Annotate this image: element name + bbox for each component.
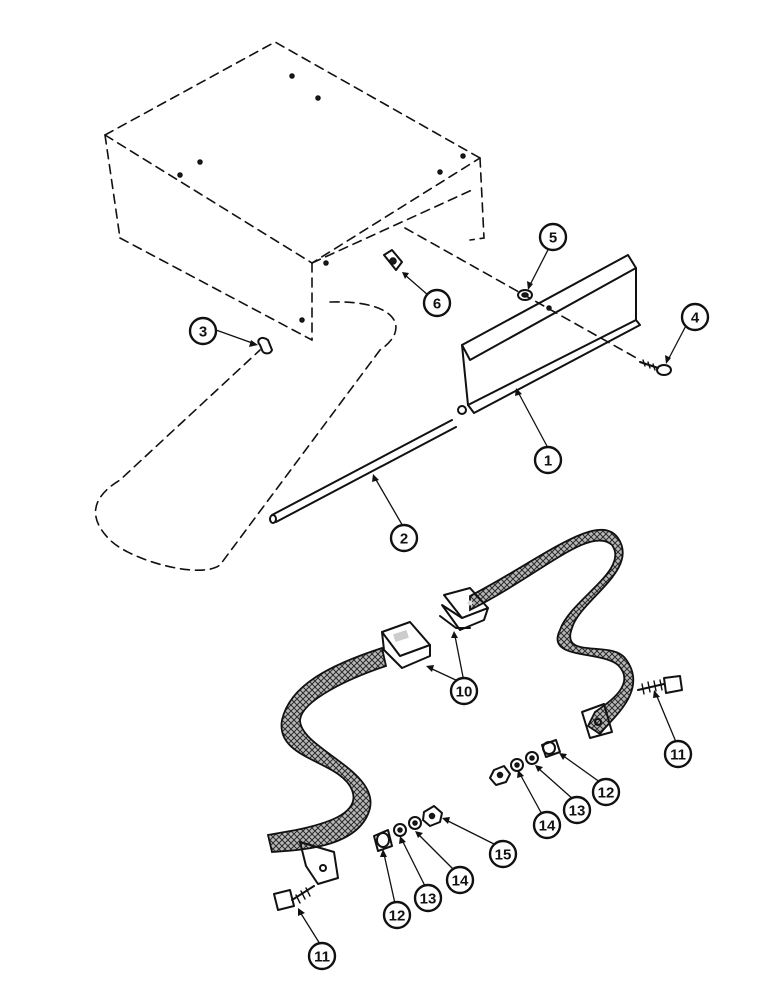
svg-text:4: 4 — [691, 310, 700, 327]
svg-text:1: 1 — [544, 453, 552, 470]
svg-text:6: 6 — [433, 296, 441, 313]
callout-1: 1 — [533, 445, 563, 475]
svg-text:3: 3 — [199, 324, 207, 341]
svg-text:12: 12 — [598, 785, 615, 802]
callout-14-left: 14 — [445, 865, 475, 895]
belt-webbing-left — [266, 646, 388, 853]
belt-webbing-right — [469, 528, 635, 736]
svg-text:12: 12 — [389, 908, 406, 925]
callout-13-left: 13 — [413, 883, 443, 913]
svg-text:13: 13 — [420, 891, 437, 908]
svg-text:10: 10 — [456, 684, 473, 701]
svg-text:2: 2 — [400, 531, 408, 548]
thumb-screw-part-4 — [639, 359, 672, 376]
callout-10: 10 — [449, 676, 479, 706]
callout-6: 6 — [422, 288, 452, 318]
clip-part-3 — [257, 336, 273, 355]
hardware-set-left — [373, 805, 443, 852]
hinge-rod-part-2 — [269, 419, 457, 524]
seat-cushion-phantom — [94, 301, 397, 572]
nut-part-5 — [517, 289, 533, 301]
svg-text:11: 11 — [314, 949, 330, 966]
latch-bracket-part-6 — [383, 249, 403, 271]
bolt-part-11-right — [637, 675, 683, 695]
callout-14-right: 14 — [532, 810, 562, 840]
callout-11-left: 11 — [307, 941, 337, 971]
seat-box-phantom — [104, 41, 485, 341]
svg-text:14: 14 — [539, 818, 556, 835]
callout-4: 4 — [680, 302, 710, 332]
seat-belt-assembly-part-10 — [266, 528, 635, 885]
panel-part-1 — [457, 254, 641, 415]
hardware-set-right — [489, 739, 561, 786]
callout-15: 15 — [488, 839, 518, 869]
svg-text:5: 5 — [549, 230, 557, 247]
callout-11-right: 11 — [663, 739, 693, 769]
callout-13-right: 13 — [562, 795, 592, 825]
callout-3: 3 — [188, 316, 218, 346]
svg-text:11: 11 — [670, 747, 686, 764]
callout-2: 2 — [389, 523, 419, 553]
bolt-part-11-left — [273, 885, 315, 911]
callout-12-right: 12 — [591, 777, 621, 807]
callout-12-left: 12 — [382, 900, 412, 930]
svg-text:14: 14 — [452, 873, 469, 890]
svg-text:15: 15 — [495, 847, 512, 864]
callout-5: 5 — [538, 222, 568, 252]
svg-text:13: 13 — [569, 803, 586, 820]
